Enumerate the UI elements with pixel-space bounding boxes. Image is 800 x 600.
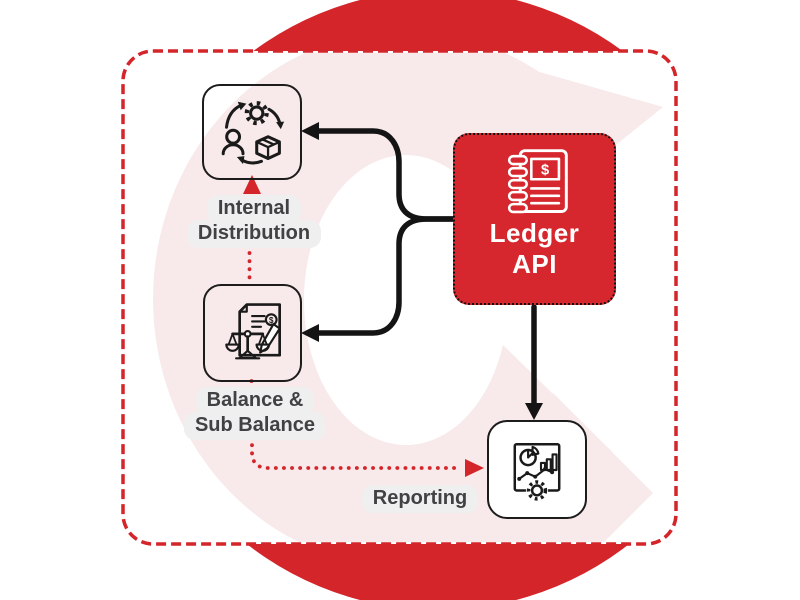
balance-label-line1: Balance & xyxy=(195,387,315,415)
balance-sub-balance-box: $ xyxy=(203,284,302,382)
internal-distribution-label-line1: Internal xyxy=(206,195,302,223)
reporting-label-text: Reporting xyxy=(361,485,479,513)
svg-text:$: $ xyxy=(268,316,273,325)
balance-label-line2: Sub Balance xyxy=(183,412,327,440)
ledger-api-title-line1: Ledger xyxy=(489,218,580,248)
reporting-label: Reporting xyxy=(290,485,550,513)
balance-scale-document-icon: $ xyxy=(224,303,281,360)
internal-distribution-box xyxy=(202,84,302,180)
ledger-notebook-icon: $ xyxy=(507,149,568,214)
reporting-box xyxy=(487,420,587,519)
internal-distribution-label: Internal Distribution xyxy=(124,195,384,248)
red-arrowhead-right xyxy=(465,459,484,477)
balance-sub-balance-label: Balance & Sub Balance xyxy=(125,387,385,440)
arrowhead-to-reporting-black xyxy=(525,403,543,420)
svg-text:$: $ xyxy=(541,163,549,179)
internal-distribution-label-line2: Distribution xyxy=(186,220,322,248)
arrowhead-to-internal xyxy=(301,122,319,140)
ledger-to-boxes-connector xyxy=(315,128,537,407)
red-dotted-flow xyxy=(247,251,461,470)
ledger-api-title-line2: API xyxy=(512,249,557,279)
charts-dashboard-icon xyxy=(513,442,561,502)
red-arrowhead-up xyxy=(243,175,261,194)
arrowhead-to-balance xyxy=(301,324,319,342)
process-cycle-icon xyxy=(221,101,285,165)
ledger-api-box: $ Ledger API xyxy=(453,133,616,305)
